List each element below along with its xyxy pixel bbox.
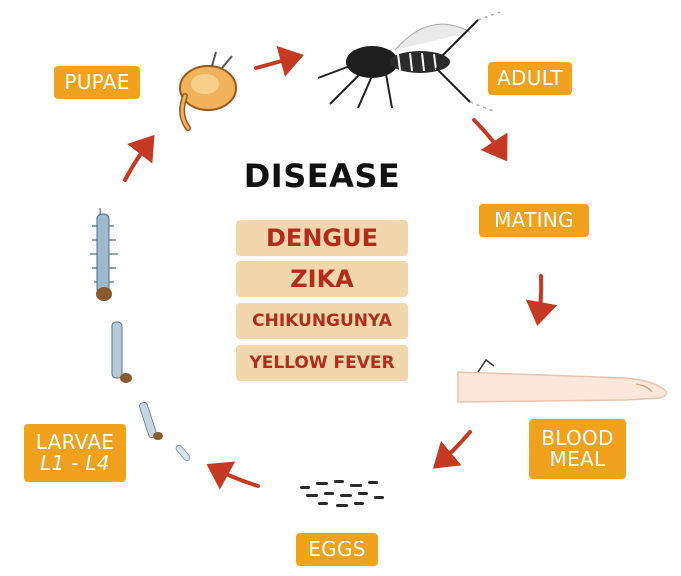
- disease-item-yellow-fever: YELLOW FEVER: [236, 345, 408, 381]
- stage-label-eggs: EGGS: [296, 533, 378, 566]
- disease-label: YELLOW FEVER: [249, 353, 395, 373]
- arrow-eggs-to-larvae: [206, 461, 260, 490]
- stage-label-adult: ADULT: [488, 62, 572, 95]
- disease-item-chikungunya: CHIKUNGUNYA: [236, 303, 408, 339]
- larva-icon: [90, 207, 191, 462]
- stage-label-blood-meal: BLOOD MEAL: [529, 419, 626, 479]
- eggs-label: EGGS: [308, 537, 366, 561]
- disease-item-zika: ZIKA: [236, 261, 408, 297]
- pupae-label: PUPAE: [64, 70, 130, 94]
- mating-label: MATING: [494, 208, 574, 232]
- mosquito-icon: [317, 11, 501, 113]
- stage-label-mating: MATING: [479, 204, 589, 237]
- arrow-larvae-to-pupae: [123, 134, 155, 182]
- stage-label-larvae: LARVAE L1 - L4: [24, 424, 126, 482]
- disease-label: ZIKA: [290, 265, 354, 293]
- eggs-icon: [300, 480, 384, 507]
- disease-title: DISEASE: [243, 157, 401, 195]
- larvae-line1: LARVAE: [35, 430, 115, 454]
- arrow-mating-to-blood: [525, 274, 558, 326]
- pupa-icon: [179, 51, 237, 131]
- disease-item-dengue: DENGUE: [236, 220, 408, 256]
- arrow-pupae-to-adult: [254, 45, 304, 77]
- arm-icon: [457, 358, 668, 403]
- adult-label: ADULT: [497, 66, 563, 90]
- blood-meal-line1: BLOOD: [541, 426, 614, 450]
- larvae-line2: L1 - L4: [40, 451, 110, 475]
- disease-label: CHIKUNGUNYA: [252, 311, 392, 331]
- stage-label-pupae: PUPAE: [54, 66, 140, 99]
- blood-meal-line2: MEAL: [549, 447, 606, 471]
- disease-label: DENGUE: [266, 224, 378, 252]
- arrow-blood-to-eggs: [432, 430, 472, 469]
- arrow-adult-to-mating: [472, 118, 508, 162]
